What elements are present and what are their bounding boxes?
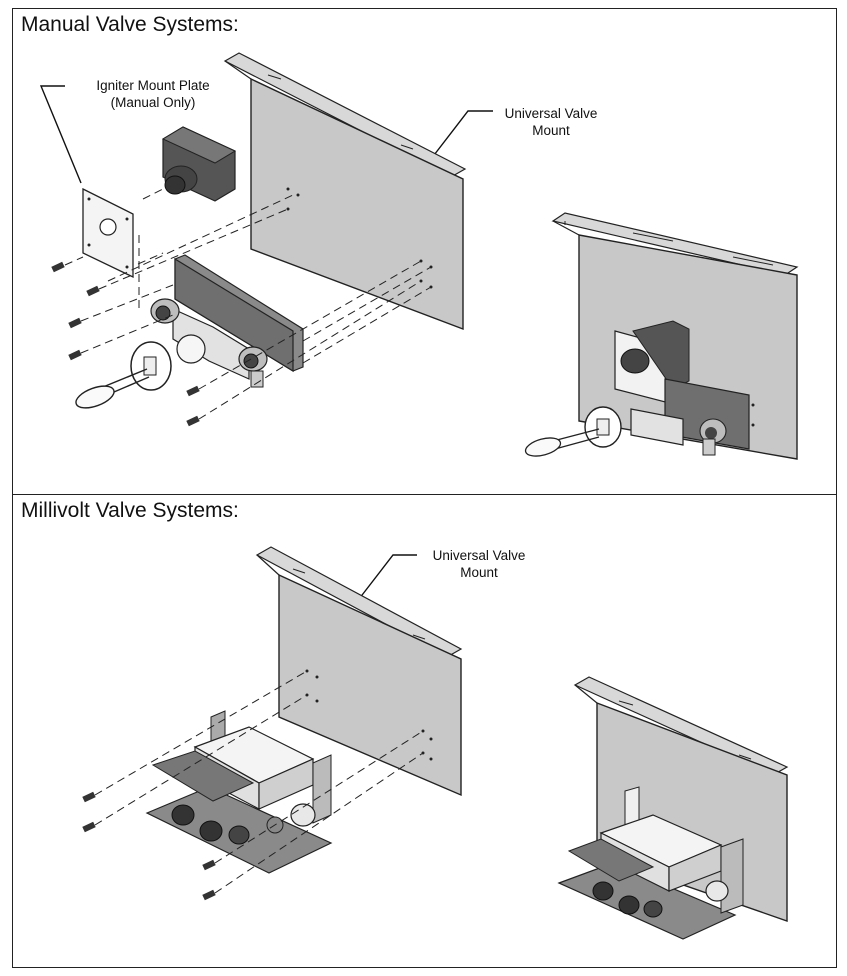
- igniter-unit: [161, 126, 237, 202]
- manual-mount-label-line1: Universal Valve: [504, 106, 598, 121]
- millivolt-mount-label-line1: Universal Valve: [432, 548, 526, 563]
- igniter-leader-line: [39, 85, 82, 184]
- igniter-mount-plate-label: Igniter Mount Plate (Manual Only): [63, 77, 243, 111]
- valve-handle: [75, 341, 172, 409]
- manual-exploded-diagram: [39, 52, 799, 460]
- millivolt-assembled-view: [557, 676, 789, 940]
- millivolt-valve-systems-panel: Millivolt Valve Systems: Universal Valve…: [12, 494, 837, 968]
- igniter-label-line1: Igniter Mount Plate: [96, 78, 210, 93]
- igniter-label-line2: (Manual Only): [110, 95, 196, 110]
- manual-universal-valve-mount-label: Universal Valve Mount: [481, 105, 621, 139]
- millivolt-exploded-diagram: [82, 546, 789, 940]
- screws-millivolt: [82, 791, 216, 901]
- millivolt-mount-label-line2: Mount: [460, 565, 498, 580]
- millivolt-alignment-lines: [94, 670, 424, 894]
- manual-assembled-view: [524, 212, 799, 460]
- manual-mount-label-line2: Mount: [532, 123, 570, 138]
- millivolt-universal-valve-mount-exploded: [255, 546, 463, 797]
- millivolt-universal-valve-mount-label: Universal Valve Mount: [409, 547, 549, 581]
- valve-bracket: [174, 254, 304, 373]
- mount-leader-line: [430, 110, 493, 160]
- manual-section-title: Manual Valve Systems:: [21, 13, 239, 36]
- universal-valve-mount-exploded: [223, 52, 467, 331]
- millivolt-mount-leader-line: [358, 554, 417, 600]
- manual-valve-body: [150, 298, 268, 388]
- manual-valve-systems-panel: Manual Valve Systems: Igniter Mount Plat…: [12, 8, 837, 496]
- millivolt-valve-exploded: [145, 710, 333, 874]
- igniter-mount-plate: [82, 187, 134, 279]
- screws-manual: [51, 261, 200, 427]
- manual-alignment-lines: [64, 188, 432, 420]
- millivolt-section-title: Millivolt Valve Systems:: [21, 499, 239, 522]
